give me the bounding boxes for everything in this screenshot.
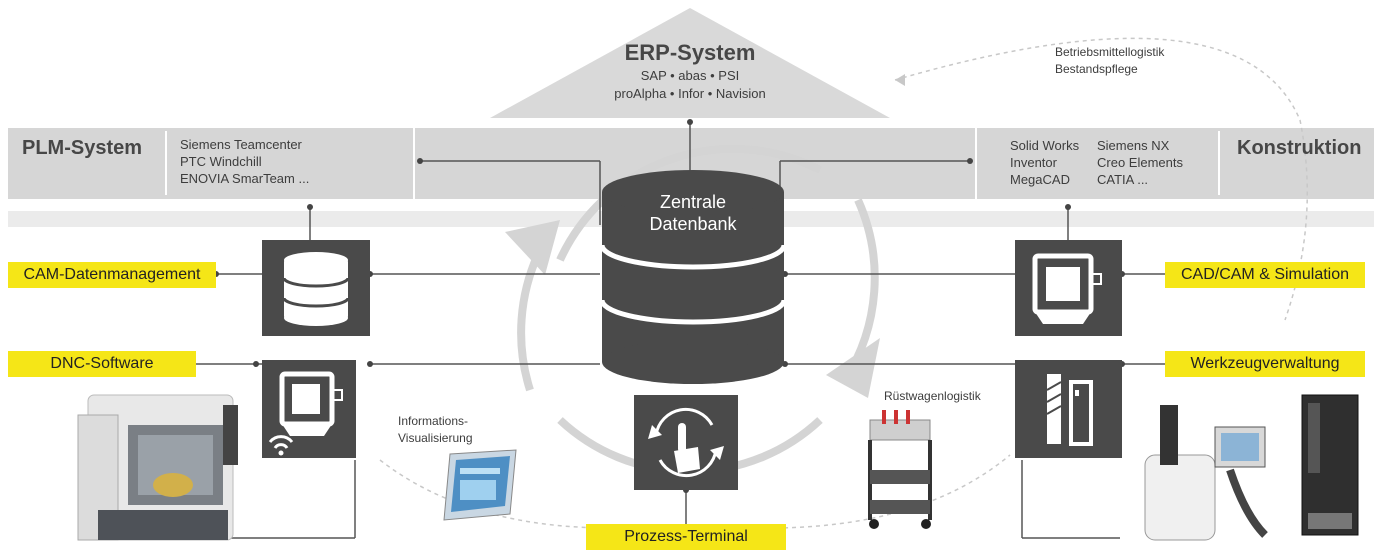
cadcam-tile[interactable]: [1015, 240, 1122, 336]
erp-title: ERP-System: [624, 40, 756, 65]
konstruktion-col1: Inventor: [1010, 155, 1057, 170]
label-visualisierung: Visualisierung: [398, 431, 473, 445]
ruestwagen-picture: [868, 410, 932, 529]
label-informations: Informations-: [398, 414, 469, 428]
konstruktion-col1: MegaCAD: [1010, 172, 1070, 187]
database-label-2: Datenbank: [649, 214, 737, 234]
konstruktion-divider: [1218, 131, 1220, 195]
konstruktion-col2: CATIA ...: [1097, 172, 1149, 187]
database-icon: [282, 252, 350, 326]
label-cadcam-simulation: CAD/CAM & Simulation: [1165, 262, 1365, 288]
info-panel-picture: [443, 449, 517, 521]
tool-cabinet-picture: [1301, 394, 1359, 536]
betrieb-line-2: Bestandspflege: [1055, 62, 1138, 76]
label-dnc-software: DNC-Software: [8, 351, 196, 377]
erp-line-1: SAP • abas • PSI: [640, 68, 740, 83]
konstruktion-title: Konstruktion: [1237, 137, 1362, 159]
konstruktion-col2: Siemens NX: [1097, 138, 1170, 153]
tool-icon: [1046, 374, 1093, 446]
cam-tile[interactable]: [262, 240, 370, 336]
cnc-machine-picture: [77, 394, 238, 541]
konstruktion-col2: Creo Elements: [1097, 155, 1183, 170]
plm-box-edge: [413, 128, 415, 199]
plm-item: PTC Windchill: [180, 154, 262, 169]
label-werkzeugverwaltung: Werkzeugverwaltung: [1165, 351, 1365, 377]
plm-item: Siemens Teamcenter: [180, 137, 302, 152]
label-prozess-terminal: Prozess-Terminal: [586, 524, 786, 550]
betrieb-line-1: Betriebsmittellogistik: [1055, 45, 1165, 59]
database-label-1: Zentrale: [659, 192, 727, 212]
dnc-tile[interactable]: [262, 360, 356, 458]
database-icon: [599, 170, 787, 384]
label-ruestwagen: Rüstwagenlogistik: [884, 389, 981, 403]
konstruktion-box-edge: [975, 128, 977, 199]
erp-line-2: proAlpha • Infor • Navision: [614, 86, 766, 101]
machine-icon: [1032, 253, 1102, 324]
touch-cycle-icon: [648, 407, 724, 478]
presetter-picture: [1144, 405, 1268, 541]
label-cam-datenmanagement: CAM-Datenmanagement: [8, 262, 216, 288]
machine-wifi-icon: [268, 371, 343, 456]
plm-item: ENOVIA SmarTeam ...: [180, 171, 310, 186]
konstruktion-col1: Solid Works: [1010, 138, 1080, 153]
process-tile[interactable]: [634, 395, 738, 490]
werkzeug-tile[interactable]: [1015, 360, 1122, 458]
plm-divider: [165, 131, 167, 195]
plm-title: PLM-System: [22, 137, 143, 159]
